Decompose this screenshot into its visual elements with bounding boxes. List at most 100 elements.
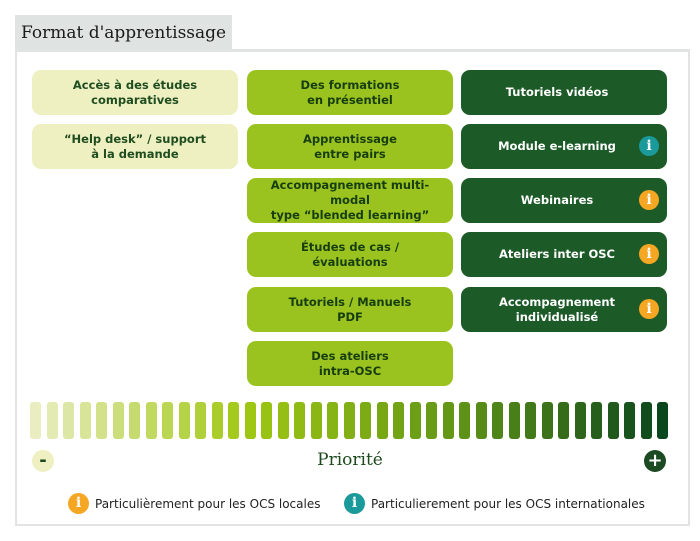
format-item: Études de cas /évaluations — [247, 232, 453, 277]
scale-bar — [640, 402, 652, 439]
label-line: Tutoriels / Manuels — [288, 294, 412, 309]
legend-local: i Particulièrement pour les OCS locales — [68, 493, 320, 514]
info-icon: i — [639, 190, 659, 210]
scale-bar — [178, 402, 190, 439]
label-line: Accompagnement multi-modal — [270, 178, 430, 207]
label-line: individualisé — [515, 309, 599, 324]
scale-bar — [624, 402, 635, 439]
label-line: en présentiel — [307, 92, 393, 107]
info-icon-orange: i — [68, 493, 89, 514]
format-item: Module e-learning i — [461, 124, 667, 169]
format-item: Ateliers inter OSC i — [461, 232, 667, 277]
label-line: Études de cas / — [300, 239, 400, 254]
format-item: Tutoriels vidéos — [461, 70, 667, 115]
label-line: Tutoriels vidéos — [505, 85, 609, 99]
scale-bar — [327, 402, 338, 439]
scale-bar — [558, 402, 569, 439]
scale-bar — [211, 402, 223, 439]
label-line: Module e-learning — [498, 139, 616, 153]
scale-bar — [492, 402, 503, 439]
scale-bar — [525, 402, 536, 439]
scale-bar — [574, 402, 586, 439]
scale-bar — [657, 402, 668, 439]
format-item-label: Tutoriels vidéos — [506, 85, 609, 100]
label-line: Accès à des études — [72, 77, 198, 92]
plus-icon: + — [644, 450, 666, 472]
label-line: à la demande — [91, 146, 179, 161]
label-line: comparatives — [91, 92, 179, 107]
label-line: Des formations — [300, 77, 400, 92]
format-item-label: Études de cas /évaluations — [301, 240, 399, 270]
scale-bar — [426, 402, 437, 439]
scale-bar — [277, 402, 289, 439]
scale-bar — [360, 402, 371, 439]
scale-bar — [79, 402, 91, 439]
info-icon: i — [639, 136, 659, 156]
scale-bar — [343, 402, 355, 439]
label-line: type “blended learning” — [270, 208, 430, 222]
scale-bar — [541, 402, 553, 439]
info-icon: i — [639, 299, 659, 319]
label-line: évaluations — [312, 254, 388, 269]
scale-bar — [475, 402, 487, 439]
section-title: Format d'apprentissage — [15, 15, 232, 49]
label-line: “Help desk” / support — [63, 131, 206, 146]
format-item-label: Webinaires — [521, 193, 593, 208]
scale-bar — [591, 402, 602, 439]
info-icon-teal: i — [344, 493, 365, 514]
scale-bar — [607, 402, 619, 439]
scale-bar — [96, 402, 107, 439]
label-line: Apprentissage — [303, 131, 397, 146]
label-line: entre pairs — [314, 146, 386, 161]
legend-international: i Particulierement pour les OCS internati… — [344, 493, 645, 514]
format-item-label: Module e-learning — [498, 139, 616, 154]
label-line: Accompagnement — [498, 294, 616, 309]
label-line: PDF — [337, 309, 363, 324]
scale-bar — [244, 402, 256, 439]
priority-gradient-scale — [30, 402, 668, 439]
content-frame — [15, 49, 690, 526]
scale-bar — [30, 402, 41, 439]
scale-bar — [409, 402, 421, 439]
scale-bar — [145, 402, 157, 439]
scale-bar — [46, 402, 58, 439]
format-item-label: Ateliers inter OSC — [499, 247, 615, 262]
scale-bar — [195, 402, 206, 439]
scale-bar — [376, 402, 388, 439]
legend-text: Particulièrement pour les OCS locales — [95, 496, 321, 511]
scale-bar — [294, 402, 305, 439]
format-item: Webinaires i — [461, 178, 667, 223]
label-line: intra-OSC — [318, 363, 382, 378]
scale-bar — [393, 402, 404, 439]
scale-bar — [112, 402, 124, 439]
scale-bar — [508, 402, 520, 439]
scale-bar — [228, 402, 239, 439]
legend-text: Particulierement pour les OCS internatio… — [371, 496, 645, 511]
label-line: Ateliers inter OSC — [499, 247, 615, 261]
scale-bar — [63, 402, 74, 439]
minus-icon: - — [32, 450, 54, 472]
scale-bar — [129, 402, 140, 439]
scale-bar — [310, 402, 322, 439]
label-line: Des ateliers — [311, 348, 389, 363]
label-line: Webinaires — [520, 193, 594, 207]
scale-bar — [442, 402, 454, 439]
scale-bar — [261, 402, 272, 439]
scale-bar — [162, 402, 173, 439]
info-icon: i — [639, 244, 659, 264]
